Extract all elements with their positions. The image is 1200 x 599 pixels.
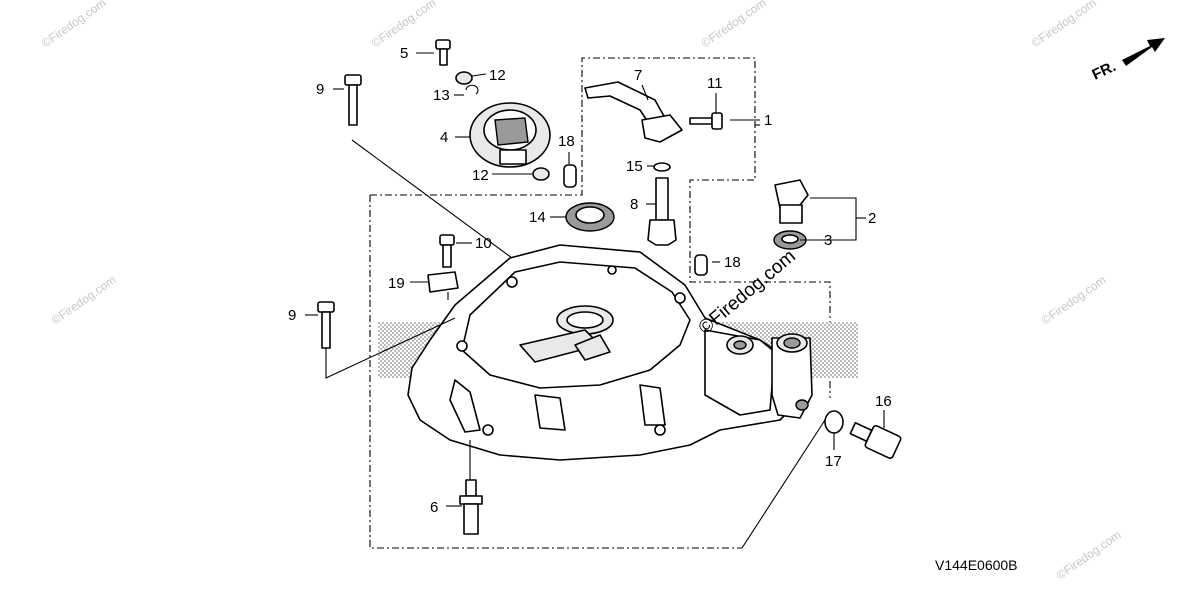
part-plate-19 [427, 271, 459, 293]
group-boundary [369, 57, 831, 549]
part-dipstick-2 [774, 179, 809, 224]
callout-3: 3 [824, 232, 832, 249]
watermark-6: ©Firedog.com [1039, 273, 1109, 328]
callout-17: 17 [825, 453, 842, 470]
callout-4: 4 [440, 129, 448, 146]
callout-9-top: 9 [316, 81, 324, 98]
diagram-code: V144E0600B [935, 557, 1018, 573]
front-direction-label: FR. [1090, 58, 1119, 84]
front-direction-indicator: FR. [1090, 38, 1165, 84]
watermark-4: ©Firedog.com [1029, 0, 1099, 50]
part-bolt-9-bottom [317, 301, 335, 349]
part-clip-13 [465, 84, 479, 95]
watermark-3: ©Firedog.com [699, 0, 769, 50]
callout-12-top: 12 [489, 67, 506, 84]
callout-5: 5 [400, 45, 408, 62]
leader-lines [305, 52, 885, 549]
callout-13: 13 [433, 87, 450, 104]
callout-14: 14 [529, 209, 546, 226]
callout-7: 7 [634, 67, 642, 84]
callout-11: 11 [707, 75, 723, 92]
front-direction-arrow-icon [1122, 38, 1165, 66]
part-oil-seal-14 [565, 202, 615, 232]
part-arm-7 [584, 81, 683, 143]
part-washer-17 [824, 410, 844, 434]
callout-15: 15 [626, 158, 643, 175]
part-washer-12-bottom [532, 167, 550, 181]
watermark-1: ©Firedog.com [39, 0, 109, 50]
part-drain-bolt-16 [849, 421, 902, 460]
part-pin-18-right [694, 254, 708, 276]
callout-9-bottom: 9 [288, 307, 296, 324]
callouts: 5 12 13 4 12 18 14 9 9 10 19 7 11 1 15 8… [288, 45, 892, 516]
callout-6: 6 [430, 499, 438, 516]
callout-18-right: 18 [724, 254, 741, 271]
watermark-2: ©Firedog.com [369, 0, 439, 50]
callout-18-top: 18 [558, 133, 575, 150]
callout-1: 1 [764, 112, 772, 129]
part-bolt-11 [689, 112, 723, 130]
part-pin-18-top [563, 164, 577, 188]
part-shaft-8 [647, 177, 677, 246]
watermark-5: ©Firedog.com [49, 273, 119, 328]
callout-2: 2 [868, 210, 876, 227]
part-bolt-10 [439, 234, 455, 268]
part-stud-6 [459, 479, 483, 535]
callout-16: 16 [875, 393, 892, 410]
part-gear-4 [469, 102, 551, 168]
part-washer-12-top [455, 71, 473, 85]
part-o-ring-15 [653, 162, 671, 172]
callout-10: 10 [475, 235, 492, 252]
part-bolt-9-top [344, 74, 362, 126]
callout-8: 8 [630, 196, 638, 213]
callout-19: 19 [388, 275, 405, 292]
engine-case [407, 244, 813, 461]
watermark-7: ©Firedog.com [1054, 528, 1124, 583]
callout-12-bottom: 12 [472, 167, 489, 184]
part-bolt-5 [435, 39, 451, 66]
